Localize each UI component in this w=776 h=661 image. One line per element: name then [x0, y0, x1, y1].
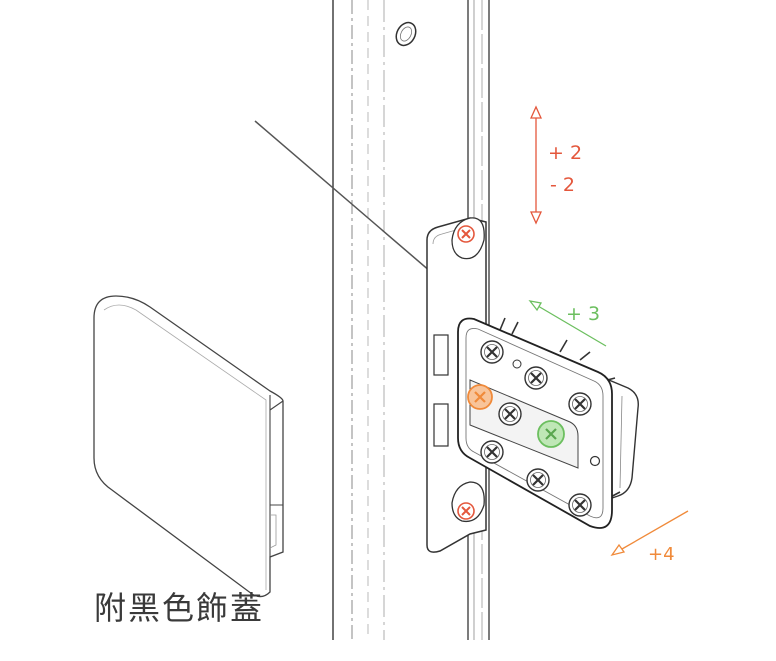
- vertical-adjust-minus-label: - 2: [550, 174, 575, 196]
- decorative-cover-cap: [93, 295, 284, 598]
- mounting-plate: [426, 217, 487, 553]
- side-adjust-screw: [467, 384, 493, 410]
- vertical-adjust-screw-top: [457, 225, 475, 243]
- vertical-adjust-screw-bottom: [457, 502, 475, 520]
- cover-cap-caption: 附黑色飾蓋: [94, 589, 265, 627]
- leader-line: [254, 120, 453, 291]
- depth-adjust-label: + 3: [566, 303, 601, 325]
- hinge-body: [457, 317, 639, 529]
- side-adjust-label: +4: [648, 544, 675, 565]
- depth-adjust-arrow: [528, 300, 607, 347]
- depth-adjust-screw: [537, 420, 565, 448]
- side-adjust-arrow: [610, 510, 689, 557]
- vertical-adjust-plus-label: + 2: [548, 142, 583, 164]
- vertical-adjust-arrow: [529, 105, 543, 225]
